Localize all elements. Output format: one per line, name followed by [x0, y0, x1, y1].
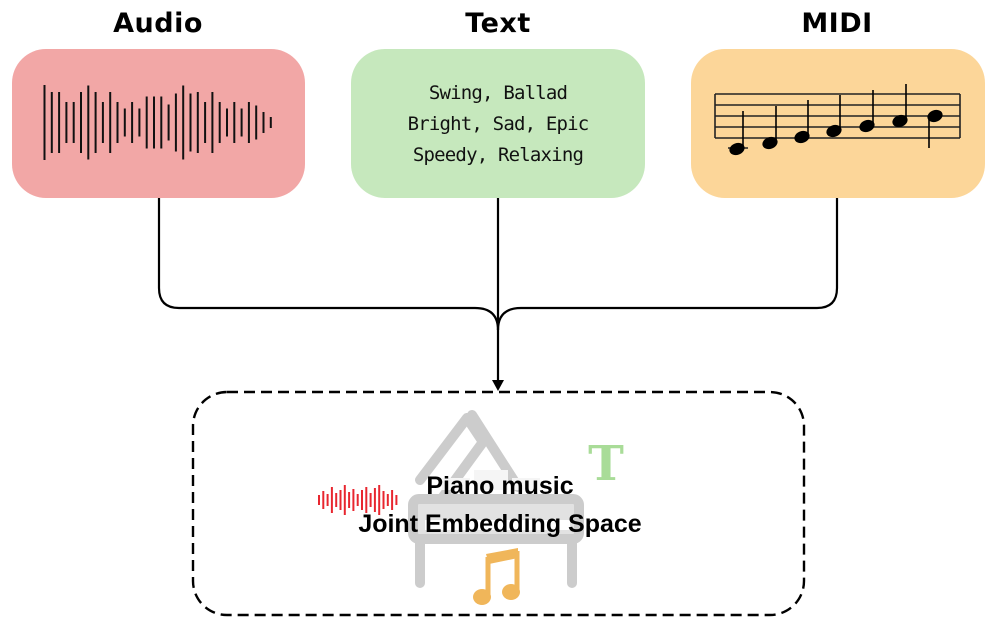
text-line-3: Speedy, Relaxing	[412, 144, 584, 166]
text-modality-icon: T	[588, 436, 624, 492]
midi-title: MIDI	[801, 8, 873, 39]
connector-lines	[157, 198, 839, 382]
text-line-2: Bright, Sad, Epic	[407, 113, 590, 135]
piano-key-row	[425, 520, 570, 530]
embedding-title-line-2: Joint Embedding Space	[358, 510, 642, 538]
music-notes-icon	[729, 84, 943, 156]
music-note-icon	[473, 548, 520, 605]
embedding-title-line-1: Piano music	[426, 472, 574, 500]
waveform-icon	[43, 85, 272, 160]
text-title: Text	[465, 8, 531, 39]
piano-keys	[442, 470, 540, 490]
text-line-1: Swing, Ballad	[428, 82, 568, 104]
midi-box	[691, 49, 985, 198]
arrow-head-icon	[492, 380, 504, 391]
text-box: Swing, Ballad Bright, Sad, Epic Speedy, …	[351, 49, 645, 198]
audio-title: Audio	[113, 8, 203, 39]
music-staff-icon	[714, 93, 961, 149]
embedding-space-label: Piano music Joint Embedding Space	[290, 467, 710, 543]
audio-modality-icon	[318, 485, 398, 515]
embedding-space-box	[191, 390, 806, 617]
